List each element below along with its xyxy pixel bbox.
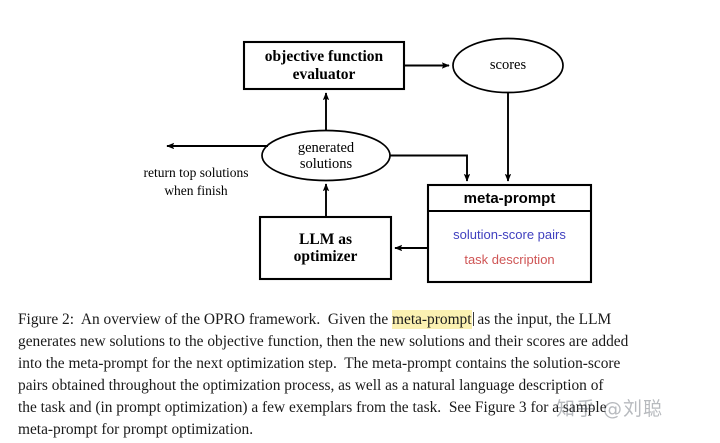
caption-line-4: pairs obtained throughout the optimizati…: [18, 377, 604, 395]
meta-prompt-box: [426, 183, 593, 284]
diagram-canvas: [166, 37, 593, 284]
objective-evaluator-box: [242, 40, 406, 91]
caption-line-2: generates new solutions to the objective…: [18, 333, 629, 351]
arrow-solutions-to-meta-prompt: [390, 154, 471, 182]
caption-highlighted-term: meta-prompt: [392, 310, 472, 329]
text-cursor: [472, 312, 474, 326]
caption-line-6: meta-prompt for prompt optimization.: [18, 421, 254, 439]
generated-solutions-ellipse: [261, 129, 391, 182]
caption-line-1-tail: as the input, the LLM: [473, 311, 612, 328]
caption-line-1-head: Figure 2: An overview of the OPRO framew…: [18, 311, 393, 328]
llm-optimizer-box: [258, 215, 393, 281]
caption-line-3: into the meta-prompt for the next optimi…: [18, 355, 621, 373]
scores-ellipse: [452, 37, 564, 94]
caption-line-5: the task and (in prompt optimization) a …: [18, 399, 607, 417]
figure-diagram: objective function evaluator scores gene…: [144, 37, 593, 284]
caption-line-1: Figure 2: An overview of the OPRO framew…: [18, 309, 704, 331]
figure-caption: Figure 2: An overview of the OPRO framew…: [18, 309, 704, 442]
